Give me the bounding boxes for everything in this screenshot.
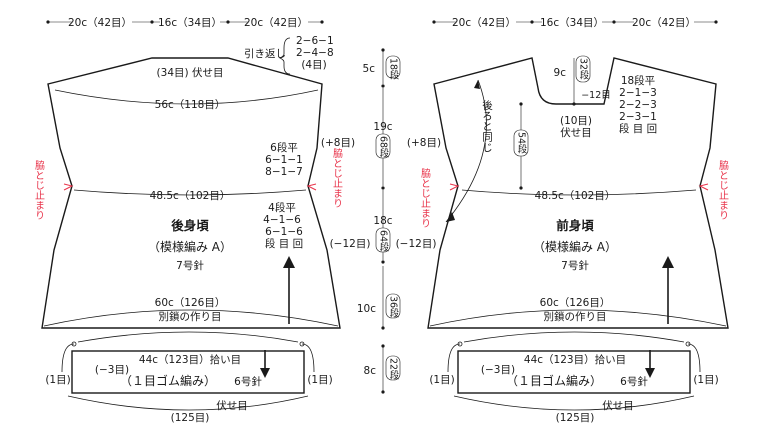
back-inc-table: 6段平 6−1−1 8−1−7: [265, 141, 303, 178]
back-rib-bind-off: 伏せ目: [216, 399, 248, 412]
front-neck-depth: 9c: [554, 67, 567, 79]
svg-text:10c: 10c: [357, 303, 376, 315]
svg-text:22段: 22段: [388, 358, 400, 380]
front-needle: 7号針: [561, 259, 589, 272]
back-needle: 7号針: [176, 259, 204, 272]
front-rib-pickup: 44c（123目）拾い目: [524, 353, 626, 366]
back-rib-total: (125目): [171, 412, 210, 424]
svg-text:68段: 68段: [378, 136, 390, 158]
front-center-bind-count: (10目): [560, 115, 592, 127]
back-hem-width: 60c（126目）: [155, 297, 226, 309]
svg-text:8−1−7: 8−1−7: [265, 166, 303, 178]
svg-text:段 目 回: 段 目 回: [265, 237, 303, 250]
svg-text:(4目): (4目): [301, 59, 326, 71]
svg-text:2−6−1: 2−6−1: [296, 35, 334, 47]
front-top-center-dim: 16c（34目）: [540, 17, 604, 29]
back-pattern: （模様編み A）: [148, 239, 232, 254]
front-rib-minus: (−3目): [481, 364, 515, 376]
front-inc-note: (+8目): [407, 137, 441, 149]
back-ribbing: [61, 331, 315, 411]
svg-text:18c: 18c: [373, 215, 392, 227]
front-hem-width: 60c（126目）: [540, 297, 611, 309]
svg-text:2−1−3: 2−1−3: [619, 87, 657, 99]
front-top-dimensions: 20c（42目） 16c（34目） 20c（42目）: [432, 15, 718, 29]
front-rib-total: (125目): [556, 412, 595, 424]
svg-text:2−2−3: 2−2−3: [619, 99, 657, 111]
back-title: 後身頃: [171, 218, 209, 233]
back-rib-pattern: （１目ゴム編み）: [120, 373, 216, 388]
svg-text:18段平: 18段平: [621, 74, 655, 87]
center-vertical-dimensions: 5c 18段 19c 68段 18c 64段 10c 36段 8c 22段: [357, 48, 401, 394]
front-rib-pattern: （１目ゴム編み）: [506, 373, 602, 388]
svg-text:引き返し: 引き返し: [244, 47, 286, 60]
svg-text:8c: 8c: [364, 365, 377, 377]
front-neck-table: 18段平 2−1−3 2−2−3 2−3−1 段 目 回: [619, 74, 657, 135]
back-top-dimensions: 20c（42目） 16c（34目） 20c（42目）: [46, 15, 324, 29]
svg-text:64段: 64段: [378, 230, 390, 252]
svg-text:段 目 回: 段 目 回: [619, 122, 657, 135]
back-bind-off-top: (34目) 伏せ目: [157, 66, 224, 79]
back-rib-needle: 6号針: [234, 375, 262, 388]
back-inc-note: (+8目): [321, 137, 355, 149]
svg-text:5c: 5c: [363, 63, 376, 75]
svg-text:36段: 36段: [388, 296, 400, 318]
front-left-side-label: 脇とじ止まり: [419, 168, 431, 228]
front-rib-bind-off: 伏せ目: [602, 399, 634, 412]
front-rib-left-edge: (1目): [429, 374, 454, 386]
back-rib-minus: (−3目): [95, 364, 129, 376]
back-shoulder-width: 56c（118目）: [155, 99, 226, 111]
front-pattern: （模様編み A）: [533, 239, 617, 254]
front-same-rows: 54段: [516, 132, 528, 154]
back-dec-note: (−12目): [330, 238, 371, 250]
back-body-outline: [41, 57, 341, 329]
svg-text:2−3−1: 2−3−1: [619, 111, 657, 123]
back-waist-width: 48.5c（102目）: [150, 190, 231, 202]
back-cast-on: 別鎖の作り目: [159, 310, 222, 323]
svg-text:19c: 19c: [373, 121, 392, 133]
svg-text:2−4−8: 2−4−8: [296, 47, 334, 59]
back-short-rows: 引き返し 2−6−1 2−4−8 (4目): [244, 35, 334, 75]
front-neck-dec: −12目: [581, 90, 611, 101]
back-left-side-label: 脇とじ止まり: [33, 160, 45, 220]
front-dec-note: (−12目): [396, 238, 437, 250]
svg-text:6段平: 6段平: [270, 141, 298, 154]
svg-text:4−1−6: 4−1−6: [263, 214, 301, 226]
front-top-right-dim: 20c（42目）: [632, 17, 696, 29]
svg-text:6−1−6: 6−1−6: [265, 226, 303, 238]
front-right-side-label: 脇とじ止まり: [717, 160, 729, 220]
front-neck-rows: 32段: [578, 58, 590, 80]
back-top-right-dim: 20c（42目）: [244, 17, 308, 29]
svg-text:4段平: 4段平: [268, 201, 296, 214]
back-rib-left-edge: (1目): [45, 374, 70, 386]
front-rib-right-edge: (1目): [693, 374, 718, 386]
front-waist-width: 48.5c（102目）: [535, 190, 616, 202]
front-center-bind-label: 伏せ目: [560, 126, 592, 139]
front-title: 前身頃: [556, 218, 594, 233]
front-body-outline: [427, 57, 729, 329]
back-top-center-dim: 16c（34目）: [158, 17, 222, 29]
front-top-left-dim: 20c（42目）: [452, 17, 516, 29]
front-ribbing: [447, 331, 701, 411]
back-rib-right-edge: (1目): [307, 374, 332, 386]
back-dec-table: 4段平 4−1−6 6−1−6 段 目 回: [263, 201, 303, 250]
back-top-left-dim: 20c（42目）: [68, 17, 132, 29]
back-rib-pickup: 44c（123目）拾い目: [139, 353, 241, 366]
svg-text:18段: 18段: [388, 58, 400, 80]
svg-text:6−1−1: 6−1−1: [265, 154, 303, 166]
front-same-as-back: 後ろと同じ: [481, 99, 493, 152]
back-right-side-label: 脇とじ止まり: [331, 148, 343, 208]
front-cast-on: 別鎖の作り目: [544, 310, 607, 323]
front-rib-needle: 6号針: [620, 375, 648, 388]
